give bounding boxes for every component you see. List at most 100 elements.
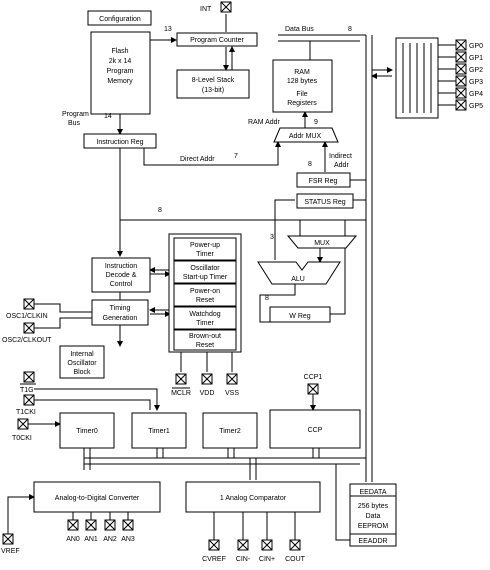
timer2-label: Timer2 <box>219 428 241 435</box>
indirect-addr-label: Addr <box>334 162 349 169</box>
pin-gp3[interactable]: GP3 <box>455 75 483 87</box>
addr-mux-label: Addr MUX <box>289 133 322 140</box>
eeprom-label-line: Data <box>366 513 381 520</box>
pin-vdd[interactable]: VDD <box>200 373 215 397</box>
flash-label-line: Flash <box>111 48 128 55</box>
pin-cin-plus-label: CIN+ <box>259 556 275 563</box>
pin-an0-label: AN0 <box>66 536 80 543</box>
osc-startup-label: Oscillator <box>190 265 220 272</box>
eeprom-label-line: 256 bytes <box>358 503 389 510</box>
comparator-block: 1 Analog Comparator <box>185 481 321 513</box>
pin-vss[interactable]: VSS <box>225 373 239 397</box>
pin-cout-label: COUT <box>285 556 306 563</box>
pin-osc1[interactable]: OSC1/CLKIN <box>6 298 48 320</box>
adc-block: Analog-to-Digital Converter <box>33 481 161 513</box>
pin-gp1-label: GP1 <box>469 55 483 62</box>
pin-an2-label: AN2 <box>103 536 117 543</box>
brown-out-label: Reset <box>196 342 214 349</box>
pin-an2[interactable]: AN2 <box>103 519 117 543</box>
pin-int[interactable]: INT <box>200 1 232 13</box>
width-3-label: 3 <box>270 234 274 241</box>
indirect-addr-label: Indirect <box>329 153 352 160</box>
pin-gp4-label: GP4 <box>469 91 483 98</box>
pin-cin-plus[interactable]: CIN+ <box>259 539 275 563</box>
pin-cin-minus-label: CIN- <box>236 556 251 563</box>
addr-mux-block: Addr MUX <box>273 127 339 143</box>
stack-label-line: (13-bit) <box>202 87 224 94</box>
pin-cvref[interactable]: CVREF <box>202 539 226 563</box>
fsr-reg-label: FSR Reg <box>309 178 338 185</box>
timing-label-line: Timing <box>110 305 131 312</box>
pin-vref[interactable]: VREF <box>1 533 20 555</box>
pin-t0cki[interactable]: T0CKI <box>12 418 32 442</box>
eeprom-block: EEDATA 256 bytes Data EEPROM EEADDR <box>349 483 397 547</box>
gpio-port-block <box>395 37 456 119</box>
pin-cin-minus[interactable]: CIN- <box>236 539 251 563</box>
flash-memory-block: Flash 2k x 14 Program Memory <box>90 31 151 115</box>
pin-an3[interactable]: AN3 <box>121 519 135 543</box>
pin-gp5[interactable]: GP5 <box>455 99 483 111</box>
pin-osc2[interactable]: OSC2/CLKOUT <box>2 322 52 344</box>
pin-t1g[interactable]: T1G <box>20 371 36 394</box>
pin-an1[interactable]: AN1 <box>84 519 98 543</box>
ram-label-line: Registers <box>287 100 317 107</box>
flash-label-line: Memory <box>107 78 133 85</box>
pin-gp3-label: GP3 <box>469 79 483 86</box>
configuration-label: Configuration <box>99 16 141 23</box>
pin-t1g-label: T1G <box>20 387 34 394</box>
pin-t1cki[interactable]: T1CKI <box>16 394 36 416</box>
flash-label-line: 2k x 14 <box>109 58 132 65</box>
pin-gp5-label: GP5 <box>469 103 483 110</box>
eeaddr-label: EEADDR <box>358 538 387 545</box>
gpio-pins: GP0 GP1 GP2 GP3 GP4 GP5 <box>455 39 483 111</box>
ram-addr-label: RAM Addr <box>248 119 281 126</box>
width-14-label: 14 <box>104 113 112 120</box>
internal-oscillator-block: Internal Oscillator Block <box>59 345 105 379</box>
stack-block: 8-Level Stack (13-bit) <box>176 69 250 99</box>
analog-input-pins: AN0 AN1 AN2 AN3 <box>66 519 135 543</box>
int-osc-label-line: Block <box>73 369 91 376</box>
pin-cvref-label: CVREF <box>202 556 226 563</box>
brown-out-label: Brown-out <box>189 333 221 340</box>
data-bus-label: Data Bus <box>285 26 314 33</box>
ccp-block: CCP <box>269 409 361 449</box>
program-bus-label: Program <box>62 111 89 118</box>
pin-osc1-label: OSC1/CLKIN <box>6 313 48 320</box>
bus-labels: Data Bus 13 8 Program Bus 14 RAM Addr 9 … <box>62 26 352 302</box>
width-9-label: 9 <box>314 119 318 126</box>
configuration-block: Configuration <box>87 10 152 26</box>
pin-vss-label: VSS <box>225 390 239 397</box>
pin-mclr[interactable]: MCLR <box>171 373 191 397</box>
pin-t0cki-label: T0CKI <box>12 435 32 442</box>
ram-block: RAM 128 bytes File Registers <box>272 59 333 113</box>
int-osc-label-line: Oscillator <box>67 360 97 367</box>
pin-gp0[interactable]: GP0 <box>455 39 483 51</box>
mux-block: MUX <box>286 235 358 249</box>
pin-gp2[interactable]: GP2 <box>455 63 483 75</box>
status-reg-label: STATUS Reg <box>304 199 345 206</box>
w-reg-label: W Reg <box>289 313 311 320</box>
power-up-timer-label: Power-up <box>190 242 220 249</box>
pin-an0[interactable]: AN0 <box>66 519 80 543</box>
ccp-label: CCP <box>308 427 323 434</box>
pin-cout[interactable]: COUT <box>285 539 306 563</box>
adc-label: Analog-to-Digital Converter <box>55 495 140 502</box>
width-8-alu-label: 8 <box>265 295 269 302</box>
timing-label-line: Generation <box>103 315 138 322</box>
ram-label-line: 128 bytes <box>287 78 318 85</box>
program-bus-label: Bus <box>68 120 81 127</box>
program-counter-label: Program Counter <box>190 37 244 44</box>
timer2-block: Timer2 <box>202 412 258 449</box>
pin-ccp1[interactable]: CCP1 <box>304 374 323 395</box>
direct-addr-label: Direct Addr <box>180 156 215 163</box>
comparator-pins: CVREF CIN- CIN+ COUT <box>202 539 306 563</box>
eedata-label: EEDATA <box>360 489 387 496</box>
timer1-block: Timer1 <box>131 412 187 449</box>
pin-gp4[interactable]: GP4 <box>455 87 483 99</box>
ram-label-line: RAM <box>294 69 310 76</box>
pin-gp1[interactable]: GP1 <box>455 51 483 63</box>
watchdog-label: Timer <box>196 320 214 327</box>
flash-label-line: Program <box>107 68 134 75</box>
pin-an1-label: AN1 <box>84 536 98 543</box>
